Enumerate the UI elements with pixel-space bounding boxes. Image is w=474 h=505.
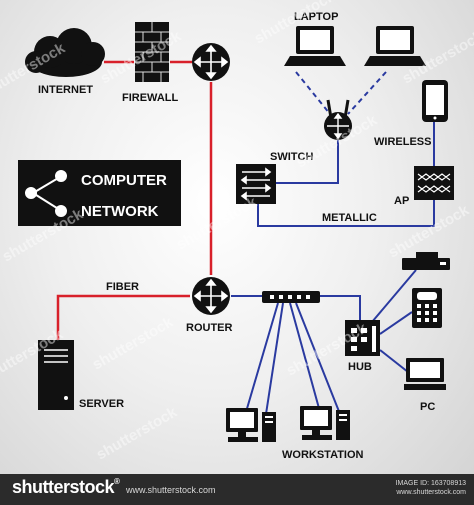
router-icon-bottom (192, 277, 230, 315)
footer-brand-text: shutterstock (12, 477, 115, 497)
footer-image-url: www.shutterstock.com (396, 489, 466, 496)
hub-icon (345, 320, 380, 356)
label-ap: AP (394, 195, 409, 207)
watermark-text: shutterstock (174, 193, 261, 253)
fiber-links (56, 60, 213, 340)
link-router-server (56, 294, 190, 340)
switch-icon (236, 164, 276, 204)
link-hub-phone (379, 311, 413, 335)
link-laptop1-wap (295, 71, 331, 115)
footer-image-id: IMAGE ID: 163708913 www.shutterstock.com (396, 479, 466, 497)
label-router: ROUTER (186, 322, 233, 334)
link-hub-pc (379, 349, 409, 373)
title-box: COMPUTER NETWORK (18, 160, 181, 226)
watermark-text: shutterstock (94, 403, 181, 463)
label-internet: INTERNET (38, 84, 93, 96)
router-icon-top (192, 43, 230, 81)
share-icon (25, 170, 67, 217)
laptop-icon-left (284, 26, 346, 66)
footer-registered: ® (114, 477, 120, 486)
cloud-icon (25, 28, 105, 77)
server-icon (38, 340, 74, 410)
footer-image-id-label: IMAGE ID: 163708913 (395, 480, 466, 487)
label-fiber: FIBER (106, 281, 139, 293)
footer-site: www.shutterstock.com (126, 485, 216, 495)
workstation-icon-left (226, 408, 276, 442)
label-wireless: WIRELESS (374, 136, 431, 148)
link-bar-ws3 (289, 302, 321, 413)
tablet-icon (422, 80, 448, 122)
label-metallic: METALLIC (322, 212, 377, 224)
access-point-icon (414, 166, 454, 200)
link-hub-printer (371, 269, 417, 323)
hub-bar-icon (262, 291, 320, 303)
link-switch-wap (268, 140, 339, 184)
diagram-canvas: COMPUTER NETWORK (18, 11, 454, 463)
workstation-icon-right (300, 406, 350, 440)
label-switch: SWITCH (270, 151, 313, 163)
wireless-router-icon (324, 99, 352, 140)
footer-bar: shutterstock® www.shutterstock.com IMAGE… (0, 474, 474, 505)
footer-brand: shutterstock® (12, 477, 120, 498)
watermark-text: shutterstock (90, 313, 177, 373)
firewall-icon (135, 22, 169, 82)
label-firewall: FIREWALL (122, 92, 178, 104)
link-bar-ws2 (265, 302, 284, 415)
link-switch-ap (257, 196, 435, 227)
title-line1: COMPUTER (81, 172, 167, 189)
printer-icon (402, 252, 450, 270)
label-workstation: WORKSTATION (282, 449, 364, 461)
link-bar-ws1 (245, 302, 279, 413)
pc-icon (404, 358, 446, 390)
label-pc: PC (420, 401, 435, 413)
laptop-icon-right (364, 26, 426, 66)
link-bar-hub (320, 295, 361, 320)
label-server: SERVER (79, 398, 124, 410)
title-line2: NETWORK (81, 203, 159, 220)
wireless-links (295, 71, 387, 115)
label-hub: HUB (348, 361, 372, 373)
metallic-links (231, 122, 435, 415)
phone-icon (412, 288, 442, 328)
label-laptop: LAPTOP (294, 11, 338, 23)
link-bar-ws4 (295, 302, 341, 415)
link-laptop2-wap (347, 71, 387, 115)
